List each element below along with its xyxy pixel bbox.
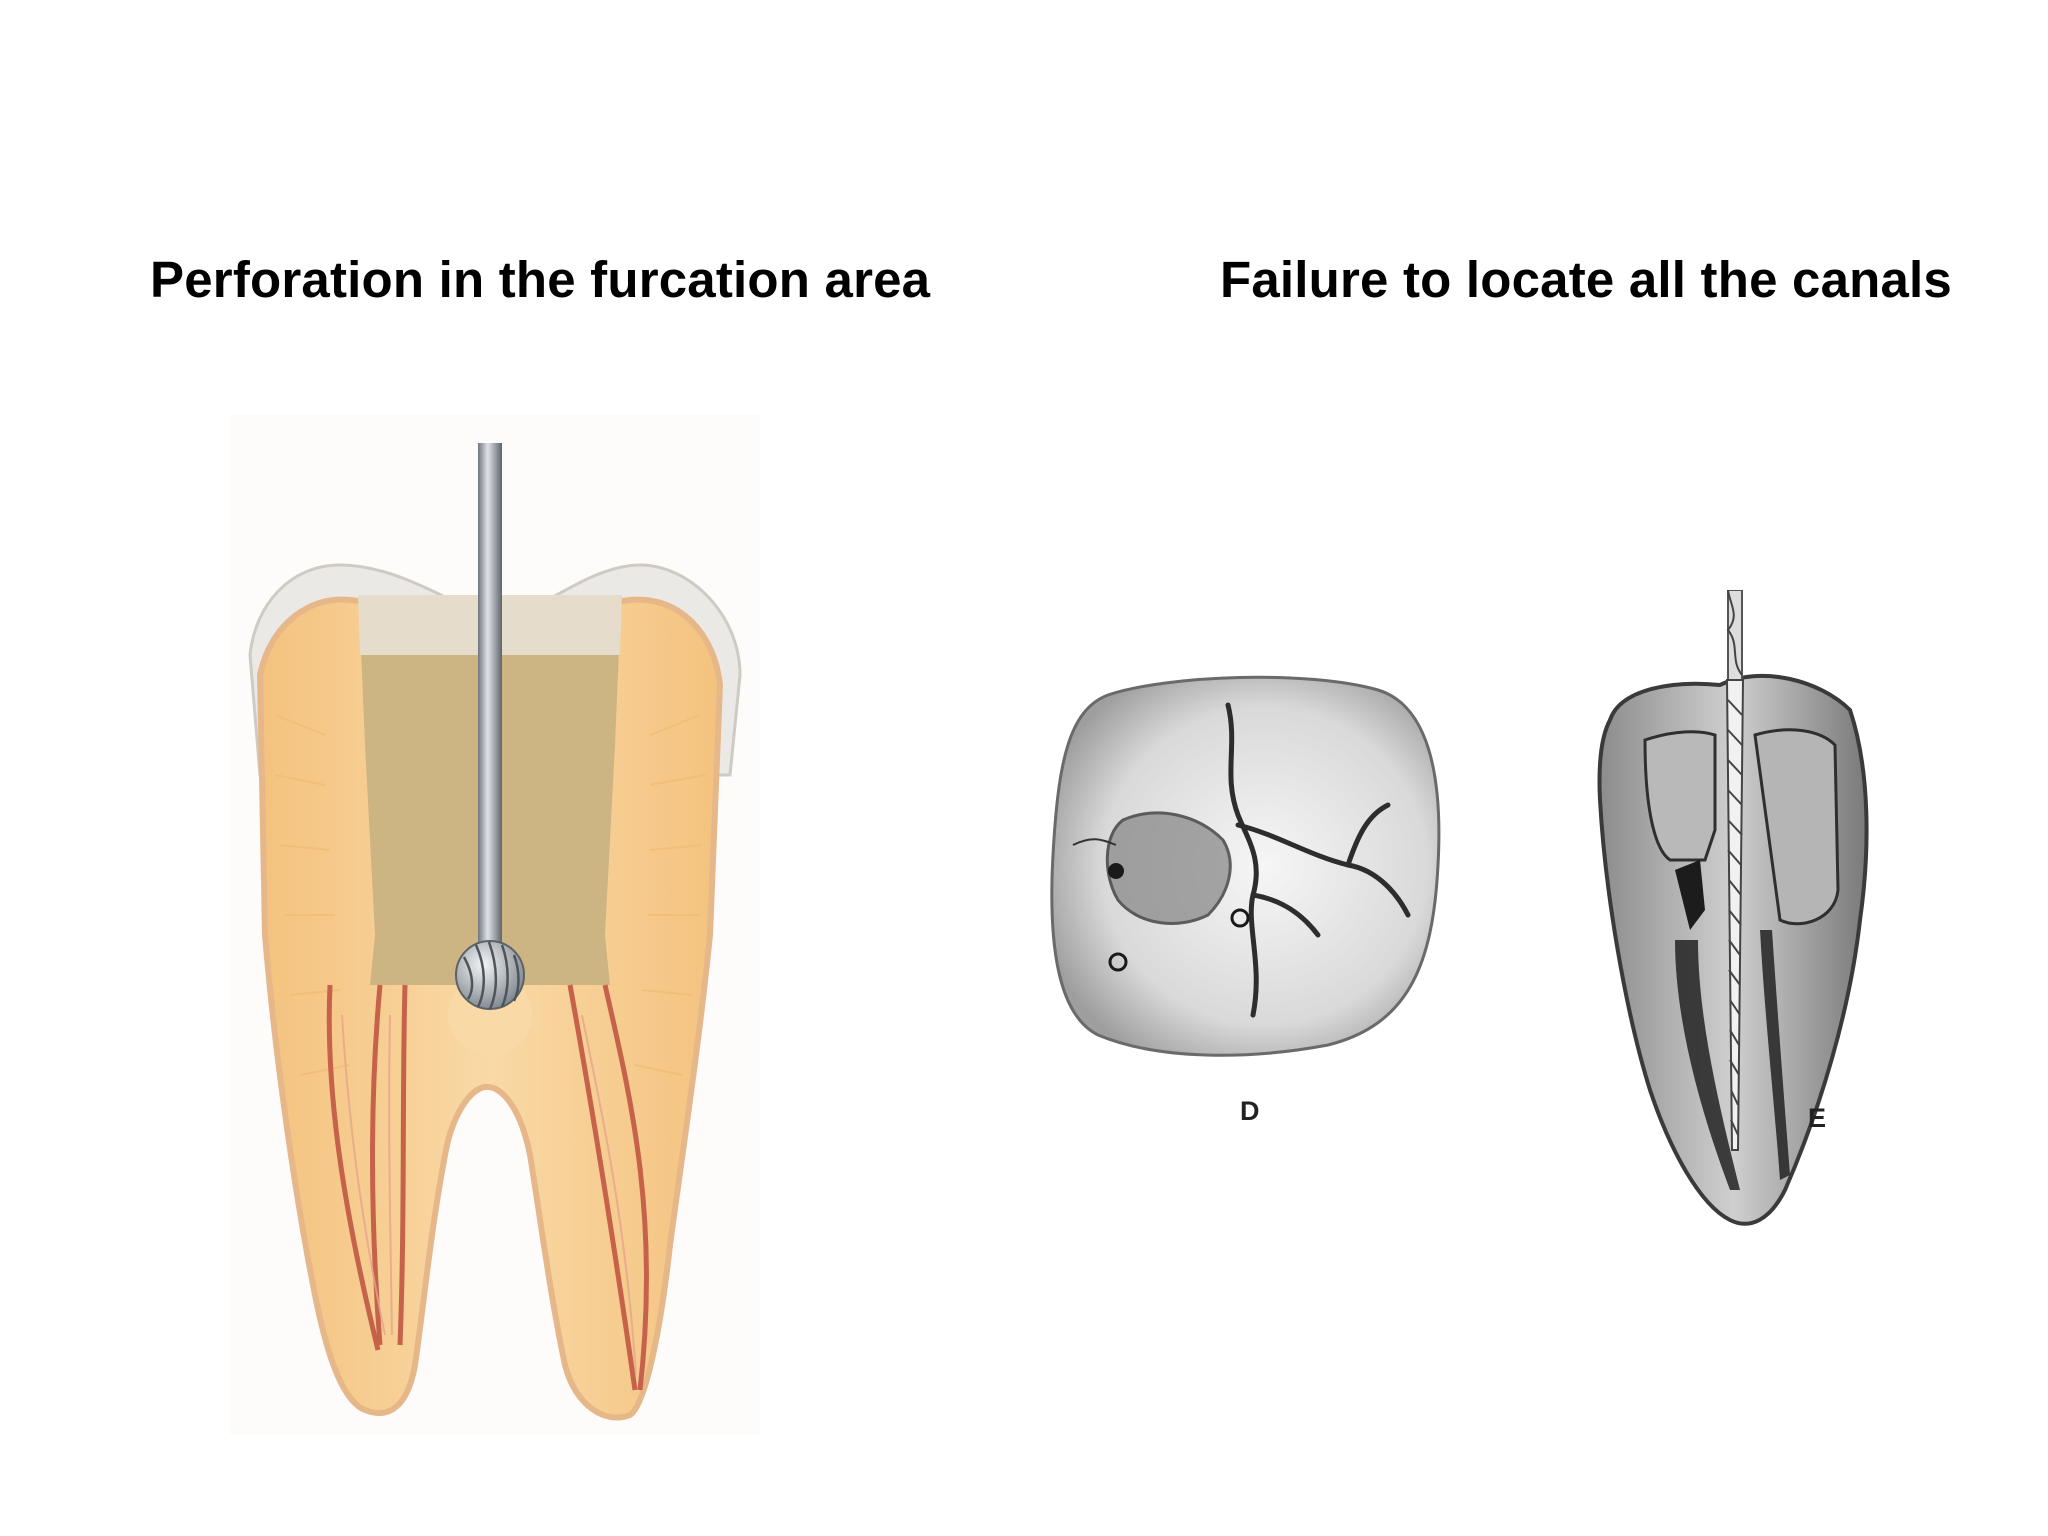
tooth-section-with-file-illustration: [1597, 590, 1869, 1226]
bur-instrument-icon: [478, 443, 502, 963]
furcation-perforation-illustration: [230, 415, 760, 1435]
left-panel-title: Perforation in the furcation area: [150, 251, 931, 308]
molar-occlusal-view-illustration: [1050, 675, 1441, 1057]
endodontic-file-icon: [1725, 590, 1745, 1151]
right-panel-title: Failure to locate all the canals: [1220, 251, 1952, 308]
figure-label-e: E: [1808, 1103, 1827, 1133]
figure-label-d: D: [1240, 1096, 1260, 1126]
